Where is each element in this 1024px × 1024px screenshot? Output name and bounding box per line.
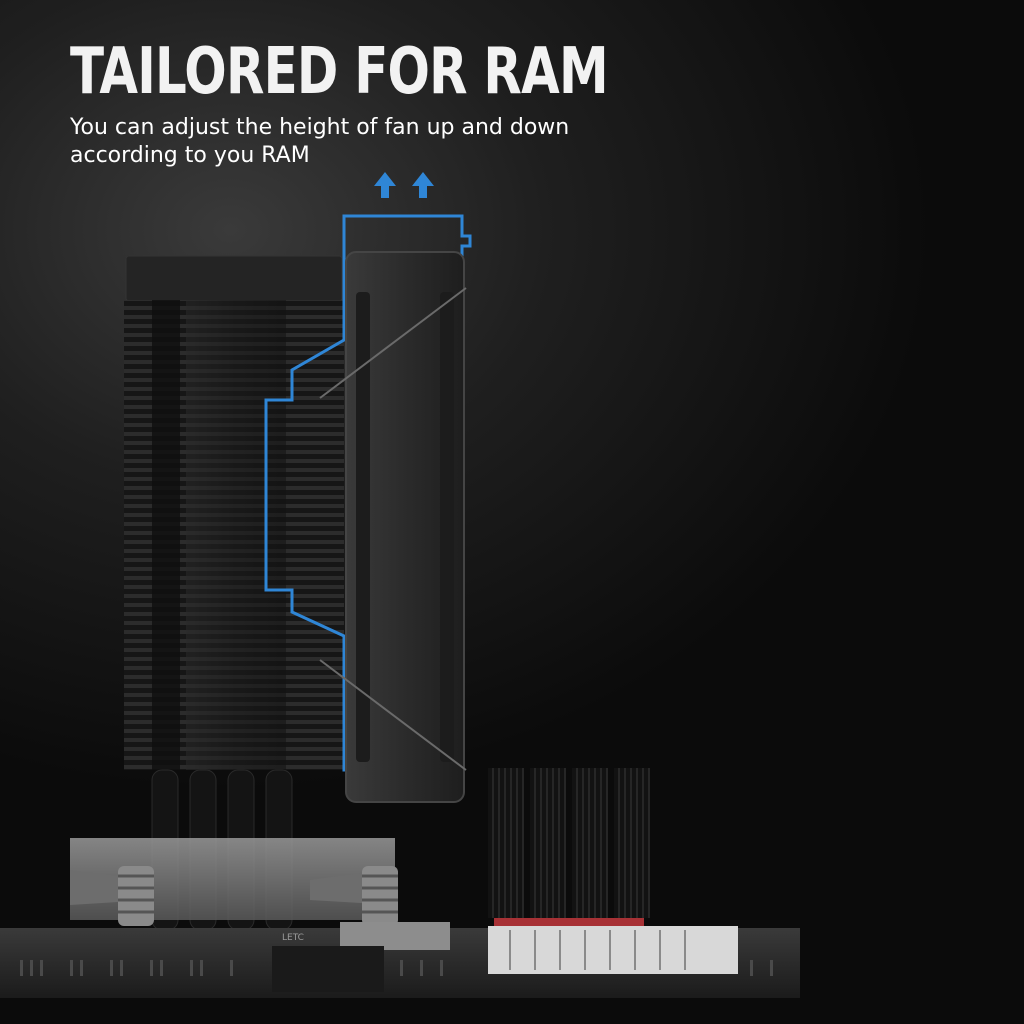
ram-stick-3 <box>572 768 608 918</box>
ram-stick-4 <box>614 768 650 918</box>
fan-wire-clip <box>319 287 467 771</box>
vrm-heatsink-right <box>488 926 738 974</box>
socket-block <box>272 946 384 992</box>
fan-position-outline <box>264 214 472 772</box>
ram-stick-1 <box>488 768 524 918</box>
mounting-base <box>70 838 398 926</box>
heatsink-fin-stack <box>124 255 344 770</box>
fin-face <box>186 300 286 770</box>
arrow-up-icon <box>374 172 434 198</box>
board-label: LETC <box>282 933 304 943</box>
page-title: TAILORED FOR RAM <box>70 35 609 109</box>
subtitle-line-1: You can adjust the height of fan up and … <box>70 115 570 140</box>
ram-red-accent <box>494 918 644 926</box>
cooling-fan <box>319 251 467 803</box>
fan-frame <box>345 251 465 803</box>
spring-screw-left <box>118 866 154 926</box>
fin-shadow-left <box>152 300 180 770</box>
vrm-heatsink-left <box>340 922 450 950</box>
subtitle-line-2: according to you RAM <box>70 143 310 168</box>
spring-screw-right <box>362 866 398 926</box>
motherboard: LETC <box>0 922 800 998</box>
ram-stick-2 <box>530 768 566 918</box>
fan-rail-right <box>440 292 454 762</box>
board-pins <box>20 960 773 976</box>
fan-rail-left <box>356 292 370 762</box>
page-subtitle: You can adjust the height of fan up and … <box>70 114 690 170</box>
heatsink-top-cover <box>125 255 343 302</box>
ram-modules <box>488 768 650 926</box>
